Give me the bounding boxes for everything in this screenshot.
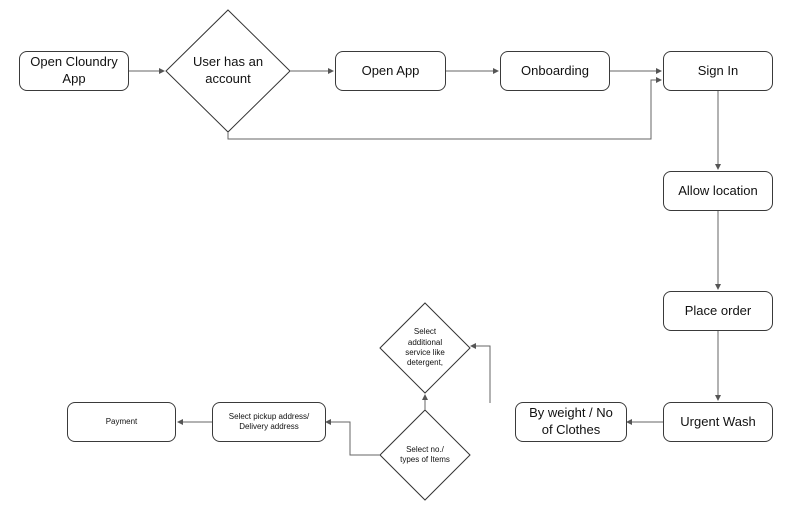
node-open-cloundry-app: Open Cloundry App (19, 51, 129, 91)
node-select-address: Select pickup address/ Delivery address (212, 402, 326, 442)
node-sign-in-label: Sign In (697, 62, 739, 78)
node-payment-label: Payment (105, 416, 138, 426)
decision-select-additional-label: Select additional service like detergent… (405, 327, 445, 368)
decision-user-has-account-label: User has an account (192, 54, 264, 86)
node-open-app: Open App (335, 51, 446, 91)
decision-select-additional-label-box: Select additional service like detergent… (397, 322, 453, 374)
node-by-weight: By weight / No of Clothes (515, 402, 627, 442)
node-open-app-label: Open App (361, 62, 420, 78)
decision-select-items-label: Select no./ types of Items (400, 444, 450, 464)
decision-select-items-label-box: Select no./ types of Items (397, 435, 453, 475)
decision-select-additional (379, 302, 471, 394)
node-allow-location: Allow location (663, 171, 773, 211)
decision-user-has-account-label-box: User has an account (183, 50, 273, 92)
node-place-order: Place order (663, 291, 773, 331)
edge-byweight-to-additional (470, 343, 491, 403)
edge-items-to-address (325, 419, 380, 456)
node-onboarding-label: Onboarding (521, 62, 589, 78)
node-payment: Payment (67, 402, 176, 442)
node-allow-location-label: Allow location (678, 182, 758, 198)
node-by-weight-label: By weight / No of Clothes (529, 405, 613, 437)
node-sign-in: Sign In (663, 51, 773, 91)
node-open-cloundry-app-label: Open Cloundry App (30, 54, 118, 86)
edge-decision-to-signin (227, 77, 662, 140)
node-place-order-label: Place order (684, 302, 752, 318)
node-onboarding: Onboarding (500, 51, 610, 91)
decision-select-items (379, 409, 471, 501)
node-urgent-wash: Urgent Wash (663, 402, 773, 442)
node-urgent-wash-label: Urgent Wash (680, 413, 756, 429)
node-select-address-label: Select pickup address/ Delivery address (228, 411, 310, 431)
